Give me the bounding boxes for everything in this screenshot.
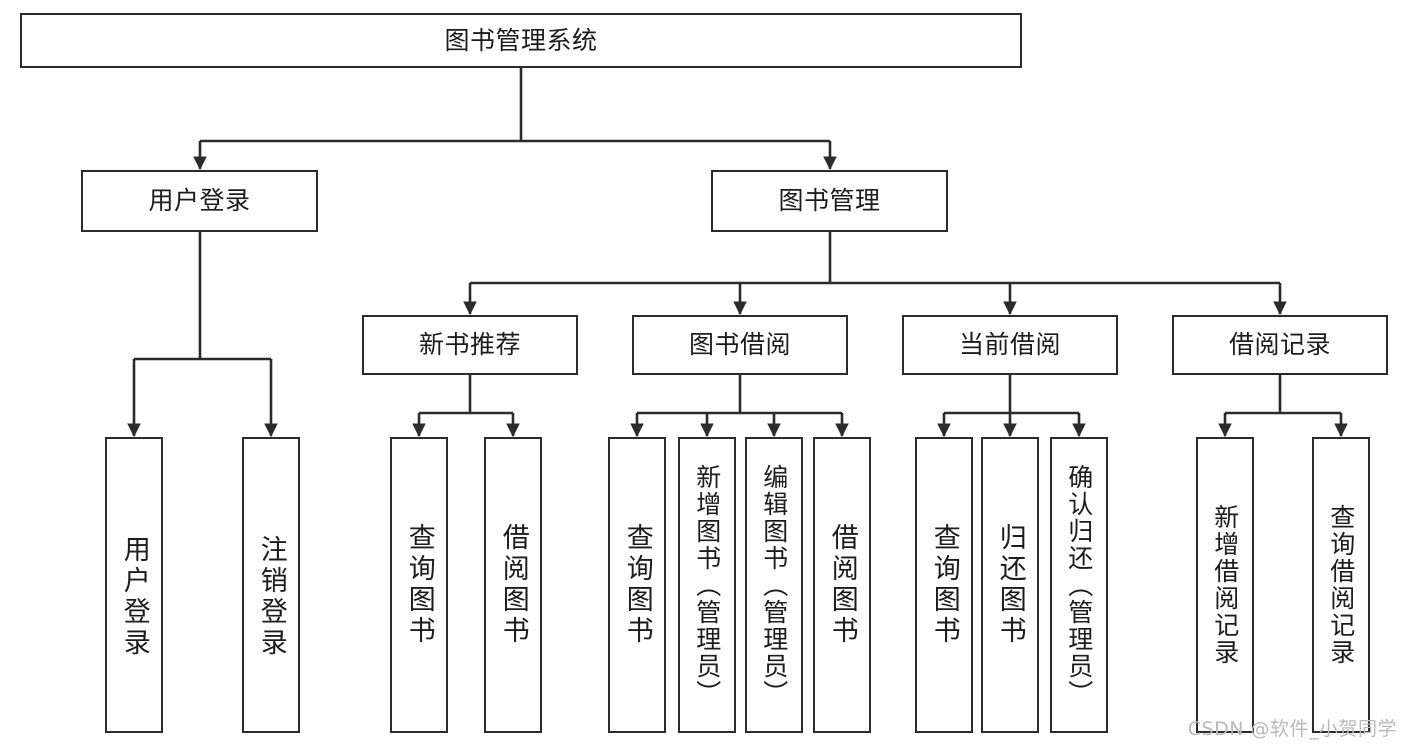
node-label: 借阅图书 xyxy=(826,523,858,647)
node-label: 查询借阅记录 xyxy=(1326,504,1356,666)
node-label: 用户登录 xyxy=(118,535,150,659)
node-label: 查询图书 xyxy=(403,523,435,647)
node-label: 确认归还（管理员） xyxy=(1064,463,1094,707)
node-leaf-query-record[interactable]: 查询借阅记录 xyxy=(1312,437,1370,733)
node-leaf-add-record[interactable]: 新增借阅记录 xyxy=(1196,437,1254,733)
node-label: 当前借阅 xyxy=(958,330,1061,360)
node-leaf-query-book-3[interactable]: 查询图书 xyxy=(915,437,973,733)
node-label: 借阅记录 xyxy=(1228,330,1331,360)
node-leaf-borrow-book-1[interactable]: 借阅图书 xyxy=(484,437,542,733)
node-label: 图书借阅 xyxy=(688,330,791,360)
node-label: 新增图书（管理员） xyxy=(692,463,722,707)
node-borrow[interactable]: 图书借阅 xyxy=(632,315,848,375)
node-label: 注销登录 xyxy=(255,535,287,659)
node-bookmgmt[interactable]: 图书管理 xyxy=(711,170,948,232)
node-label: 新书推荐 xyxy=(418,330,521,360)
watermark-label: CSDN @软件_小贺同学 xyxy=(1187,718,1397,740)
node-leaf-query-book-1[interactable]: 查询图书 xyxy=(390,437,448,733)
node-label: 查询图书 xyxy=(928,523,960,647)
node-label: 归还图书 xyxy=(994,523,1026,647)
node-root[interactable]: 图书管理系统 xyxy=(20,13,1022,68)
node-leaf-return-book[interactable]: 归还图书 xyxy=(981,437,1039,733)
node-current[interactable]: 当前借阅 xyxy=(902,315,1118,375)
node-login[interactable]: 用户登录 xyxy=(81,170,318,232)
node-label: 新增借阅记录 xyxy=(1210,504,1240,666)
node-newbook[interactable]: 新书推荐 xyxy=(362,315,578,375)
node-leaf-confirm-return[interactable]: 确认归还（管理员） xyxy=(1050,437,1108,733)
node-leaf-query-book-2[interactable]: 查询图书 xyxy=(608,437,666,733)
node-label: 图书管理系统 xyxy=(444,25,598,55)
node-label: 图书管理 xyxy=(778,186,881,216)
node-leaf-edit-book[interactable]: 编辑图书（管理员） xyxy=(745,437,803,733)
node-label: 借阅图书 xyxy=(497,523,529,647)
node-leaf-user-login[interactable]: 用户登录 xyxy=(105,437,163,733)
node-label: 编辑图书（管理员） xyxy=(759,463,789,707)
node-label: 用户登录 xyxy=(148,186,251,216)
node-records[interactable]: 借阅记录 xyxy=(1172,315,1388,375)
node-leaf-borrow-book-2[interactable]: 借阅图书 xyxy=(813,437,871,733)
node-leaf-user-logout[interactable]: 注销登录 xyxy=(242,437,300,733)
node-leaf-add-book[interactable]: 新增图书（管理员） xyxy=(678,437,736,733)
node-label: 查询图书 xyxy=(621,523,653,647)
